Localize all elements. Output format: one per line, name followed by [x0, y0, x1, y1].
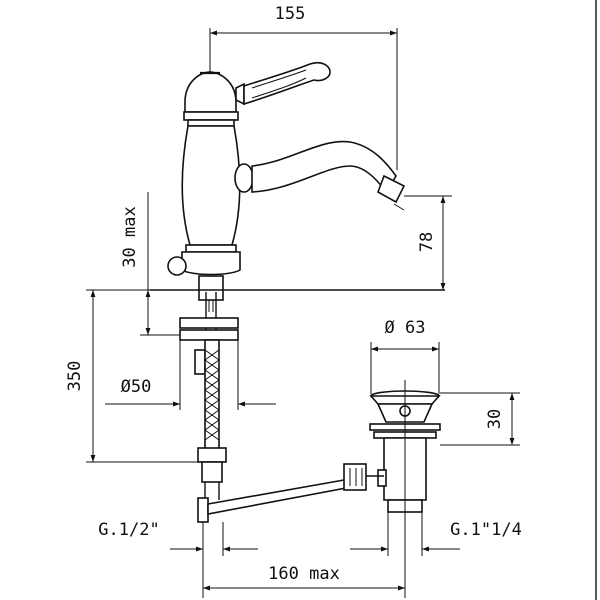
dim-d50: Ø50 [105, 340, 276, 410]
dim-160-max: 160 max [202, 528, 406, 598]
dim-30: 30 [440, 392, 520, 446]
dim-g12-label: G.1/2" [98, 520, 159, 540]
dim-g12: G.1/2" [98, 520, 258, 556]
dim-d63: Ø 63 [370, 318, 440, 394]
dim-g114: G.1"1/4 [350, 512, 522, 556]
dim-350: 350 [65, 289, 198, 463]
waste-assembly [343, 380, 441, 528]
dim-155: 155 [209, 4, 398, 170]
dim-d50-label: Ø50 [121, 377, 152, 397]
dim-155-label: 155 [275, 4, 306, 24]
dim-30-max: 30 max [120, 192, 180, 336]
faucet-body [167, 61, 406, 523]
dim-g114-label: G.1"1/4 [450, 520, 522, 540]
dim-160-max-label: 160 max [268, 564, 340, 584]
dim-30-max-label: 30 max [120, 206, 140, 267]
dim-78: 78 [404, 195, 452, 290]
dim-78-label: 78 [417, 232, 437, 252]
dim-30-label: 30 [485, 409, 505, 429]
dim-d63-label: Ø 63 [385, 318, 426, 338]
dim-350-label: 350 [65, 361, 85, 392]
